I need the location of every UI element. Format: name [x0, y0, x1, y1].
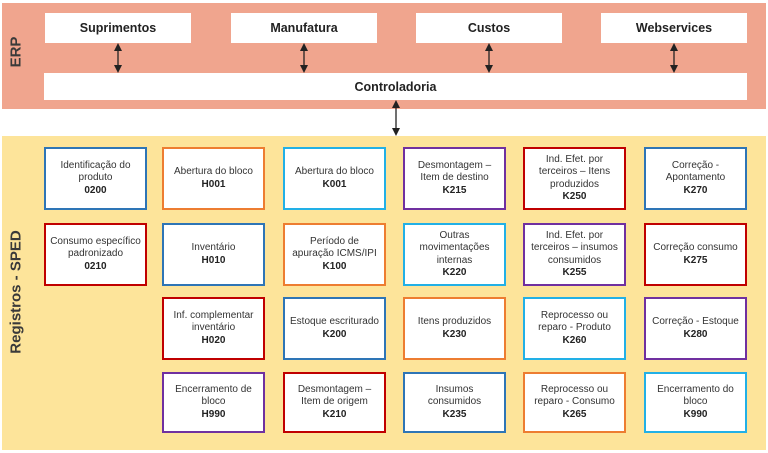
- register-title: Desmontagem – Item de destino: [417, 159, 492, 184]
- register-code: K260: [562, 334, 587, 346]
- register-code: K270: [683, 184, 708, 196]
- register-title: Identificação do produto: [60, 159, 131, 184]
- register-code: K280: [683, 328, 708, 340]
- register-title: Insumos consumidos: [427, 383, 482, 408]
- register-title: Correção - Estoque: [652, 316, 739, 327]
- register-title: Período de apuração ICMS/IPI: [292, 235, 377, 260]
- register-code: H990: [201, 408, 226, 420]
- register-code: K990: [683, 408, 708, 420]
- register-title: Reprocesso ou reparo - Produto: [538, 309, 611, 334]
- register-code: K275: [683, 254, 708, 266]
- register-code: H010: [201, 254, 226, 266]
- register-title: Desmontagem – Item de origem: [297, 383, 372, 408]
- register-title: Ind. Efet. por terceiros – insumos consu…: [531, 229, 618, 266]
- register-box-k255: Ind. Efet. por terceiros – insumos consu…: [523, 223, 626, 286]
- register-code: K265: [562, 408, 587, 420]
- register-code: K220: [442, 267, 467, 278]
- register-code: K200: [322, 328, 347, 340]
- register-title: Encerramento do bloco: [657, 383, 734, 408]
- register-title: Itens produzidos: [417, 316, 492, 327]
- register-code: K255: [562, 267, 587, 278]
- register-title: Correção consumo: [653, 242, 738, 253]
- module-manufatura: Manufatura: [231, 13, 377, 43]
- register-code: K215: [442, 184, 467, 196]
- sped-label: Registros - SPED: [7, 230, 25, 354]
- register-code: 0200: [84, 184, 107, 196]
- register-box-k250: Ind. Efet. por terceiros – Itens produzi…: [523, 147, 626, 210]
- register-code: K230: [442, 328, 467, 340]
- register-title: Reprocesso ou reparo - Consumo: [534, 383, 615, 408]
- module-webservices: Webservices: [601, 13, 747, 43]
- register-code: K001: [322, 178, 347, 190]
- register-title: Estoque escriturado: [290, 316, 379, 327]
- register-title: Ind. Efet. por terceiros – Itens produzi…: [538, 153, 611, 190]
- register-title: Inventário: [191, 242, 236, 253]
- register-code: H020: [201, 334, 226, 346]
- register-code: H001: [201, 178, 226, 190]
- register-title: Inf. complementar inventário: [173, 309, 254, 334]
- controladoria-box: Controladoria: [44, 73, 747, 100]
- register-title: Consumo específico padronizado: [50, 235, 141, 260]
- register-title: Abertura do bloco: [174, 166, 253, 177]
- erp-label: ERP: [7, 36, 25, 68]
- register-title: Encerramento de bloco: [175, 383, 252, 408]
- register-code: 0210: [84, 260, 107, 272]
- register-title: Correção - Apontamento: [665, 159, 726, 184]
- register-code: K250: [562, 191, 587, 202]
- module-suprimentos: Suprimentos: [45, 13, 191, 43]
- module-custos: Custos: [416, 13, 562, 43]
- register-code: K235: [442, 408, 467, 420]
- register-title: Outras movimentações internas: [419, 229, 490, 266]
- register-code: K210: [322, 408, 347, 420]
- register-code: K100: [322, 260, 347, 272]
- register-title: Abertura do bloco: [295, 166, 374, 177]
